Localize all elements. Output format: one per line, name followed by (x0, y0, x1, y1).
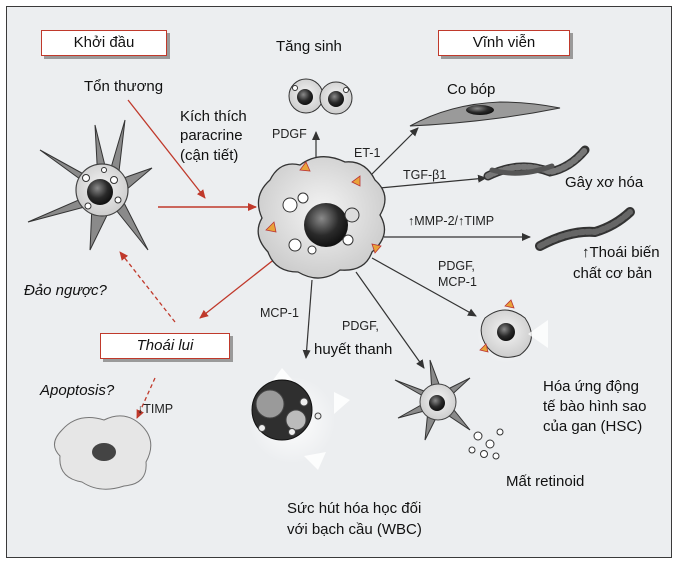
injury-label: Tổn thương (84, 78, 164, 95)
pdgf-serum-label-line1: PDGF, (342, 319, 379, 333)
tgfb1-label: TGF-β1 (403, 168, 447, 182)
pdgf-mcp1-label-line2: MCP-1 (438, 275, 477, 289)
stage-initiation-box: Khởi đầu (41, 30, 167, 56)
chemotaxis-label-line2: tế bào hình sao (543, 398, 647, 415)
arrow-wbc (302, 279, 313, 359)
quiescent-stellate-cell (27, 119, 153, 251)
paracrine-label-line2: paracrine (180, 127, 243, 144)
leukocyte-cluster (248, 368, 350, 470)
chemotaxis-label-line1: Hóa ứng động (543, 378, 639, 395)
pdgf-top-label: PDGF (272, 127, 307, 141)
contractile-cell (409, 101, 561, 127)
matrix-fiber (535, 207, 635, 251)
stage-perpetuation-box: Vĩnh viễn (438, 30, 570, 56)
fibrosis-label: Gây xơ hóa (565, 174, 644, 191)
mmp-timp-label: ↑MMP-2/↑TIMP (408, 214, 495, 228)
mcp1-label: MCP-1 (260, 306, 299, 320)
arrow-reversal (119, 251, 176, 323)
et1-label: ET-1 (354, 146, 381, 160)
arrow-chemotaxis (371, 257, 477, 317)
stage-perpetuation-label: Vĩnh viễn (472, 34, 536, 51)
matrix-label-line2: chất cơ bản (573, 265, 653, 282)
stage-resolution-label: Thoái lui (136, 337, 194, 354)
stage-resolution-box: Thoái lui (100, 333, 230, 359)
apoptosis-label: Apoptosis? (40, 382, 115, 399)
proliferating-cells (288, 78, 353, 115)
arrow-injury-to-center (127, 99, 206, 199)
paracrine-label-line3: (cận tiết) (180, 147, 239, 164)
contraction-label: Co bóp (447, 81, 496, 98)
collagen-fibers (483, 145, 590, 181)
wbc-label-line1: Sức hút hóa học đối (287, 500, 422, 517)
activated-stellate-cell (257, 156, 386, 279)
paracrine-label-line1: Kích thích (180, 108, 247, 125)
arrow-center-to-resolution (199, 257, 277, 319)
timp-down-label: ↓TIMP (137, 402, 174, 416)
apoptotic-cell (54, 415, 152, 490)
chemotaxis-label-line3: của gan (HSC) (543, 418, 643, 435)
arrow-contraction (367, 127, 419, 179)
arrow-fibrosis (379, 174, 487, 189)
arrow-apoptosis (136, 377, 156, 419)
stage-initiation-label: Khởi đầu (73, 34, 135, 51)
migrating-cell (477, 299, 548, 363)
retinoid-losing-cell (394, 359, 504, 460)
pdgf-serum-label-line2: huyết thanh (314, 341, 393, 358)
pdgf-mcp1-label-line1: PDGF, (438, 259, 475, 273)
reversal-label: Đảo ngược? (24, 282, 107, 299)
retinoid-loss-label: Mất retinoid (506, 473, 585, 490)
wbc-label-line2: với bạch cầu (WBC) (287, 521, 422, 538)
proliferation-label: Tăng sinh (276, 38, 342, 55)
arrow-retinoid (355, 271, 425, 369)
matrix-label-line1: ↑Thoái biến (582, 244, 660, 261)
